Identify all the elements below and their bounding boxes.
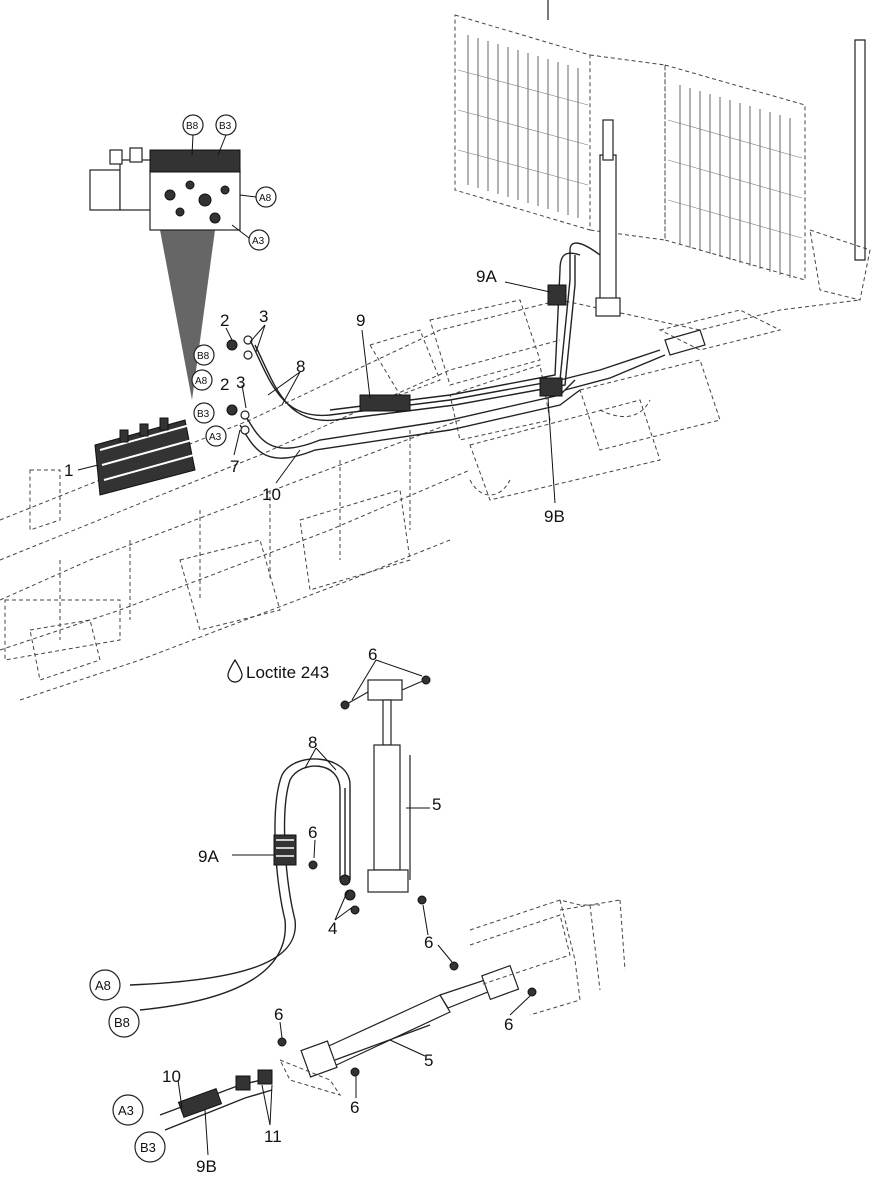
callout-8a: 8 bbox=[296, 357, 305, 376]
callout-10b: 10 bbox=[162, 1067, 181, 1086]
mounting-bracket bbox=[278, 899, 626, 1096]
callout-2b: 2 bbox=[220, 375, 229, 394]
valve-inset bbox=[89, 147, 241, 400]
callouts-bottom: 6 8 5 6 9A 4 6 6 6 5 6 10 11 9B bbox=[162, 645, 513, 1176]
callout-6d: 6 bbox=[504, 1015, 513, 1034]
bottom-port-labels: A8 B8 A3 B3 bbox=[89, 969, 166, 1163]
port-top-a3: A3 bbox=[209, 432, 222, 443]
port-bot-a3: A3 bbox=[118, 1103, 134, 1118]
callout-4: 4 bbox=[328, 919, 337, 938]
upper-cylinder bbox=[595, 119, 621, 317]
port-inset-b3: B3 bbox=[219, 121, 232, 132]
port-top-a8: A8 bbox=[195, 376, 208, 387]
lower-vertical-cylinder bbox=[340, 675, 431, 893]
inset-port-labels: B8 B3 A8 A3 bbox=[182, 114, 277, 251]
port-bot-b3: B3 bbox=[140, 1140, 156, 1155]
callout-6c: 6 bbox=[424, 933, 433, 952]
control-valve bbox=[94, 417, 196, 496]
chassis-frame bbox=[0, 229, 871, 701]
top-port-labels: B8 A8 B3 A3 bbox=[191, 344, 227, 447]
port-top-b8: B8 bbox=[197, 351, 210, 362]
port-inset-b8: B8 bbox=[186, 121, 199, 132]
hose-loop bbox=[129, 758, 351, 1011]
port-bot-a8: A8 bbox=[95, 978, 111, 993]
port-inset-a8: A8 bbox=[259, 193, 272, 204]
guard-grille bbox=[454, 0, 866, 281]
callout-9: 9 bbox=[356, 311, 365, 330]
port-bot-b8: B8 bbox=[114, 1015, 130, 1030]
leader-lines-bottom bbox=[177, 659, 531, 1156]
callout-7: 7 bbox=[230, 457, 239, 476]
callout-6e: 6 bbox=[274, 1005, 283, 1024]
callout-9Ab: 9A bbox=[198, 847, 219, 866]
loctite-text: Loctite 243 bbox=[246, 663, 329, 682]
hoses-bottom bbox=[159, 1069, 273, 1131]
callout-9Ba: 9B bbox=[544, 507, 565, 526]
callout-3a: 3 bbox=[259, 307, 268, 326]
port-inset-a3: A3 bbox=[252, 236, 265, 247]
callout-6f: 6 bbox=[350, 1098, 359, 1117]
lower-horizontal-cylinder bbox=[277, 961, 537, 1078]
hoses-top bbox=[239, 242, 706, 459]
callout-9Aa: 9A bbox=[476, 267, 497, 286]
callout-6a: 6 bbox=[368, 645, 377, 664]
callout-10a: 10 bbox=[262, 485, 281, 504]
callout-2a: 2 bbox=[220, 311, 229, 330]
callout-3b: 3 bbox=[236, 373, 245, 392]
fittings-4 bbox=[308, 860, 427, 915]
drop-icon bbox=[227, 658, 243, 683]
callout-9Bb: 9B bbox=[196, 1157, 217, 1176]
leader-lines-top bbox=[77, 281, 556, 504]
callout-6b: 6 bbox=[308, 823, 317, 842]
callout-1: 1 bbox=[64, 461, 73, 480]
loctite-note: Loctite 243 bbox=[227, 658, 329, 683]
callout-8b: 8 bbox=[308, 733, 317, 752]
callouts-top: 1 2 3 3 2 7 8 9 9A 10 9B bbox=[64, 267, 565, 526]
callout-11: 11 bbox=[264, 1127, 282, 1146]
port-top-b3: B3 bbox=[197, 409, 210, 420]
callout-5a: 5 bbox=[432, 795, 441, 814]
callout-5b: 5 bbox=[424, 1051, 433, 1070]
